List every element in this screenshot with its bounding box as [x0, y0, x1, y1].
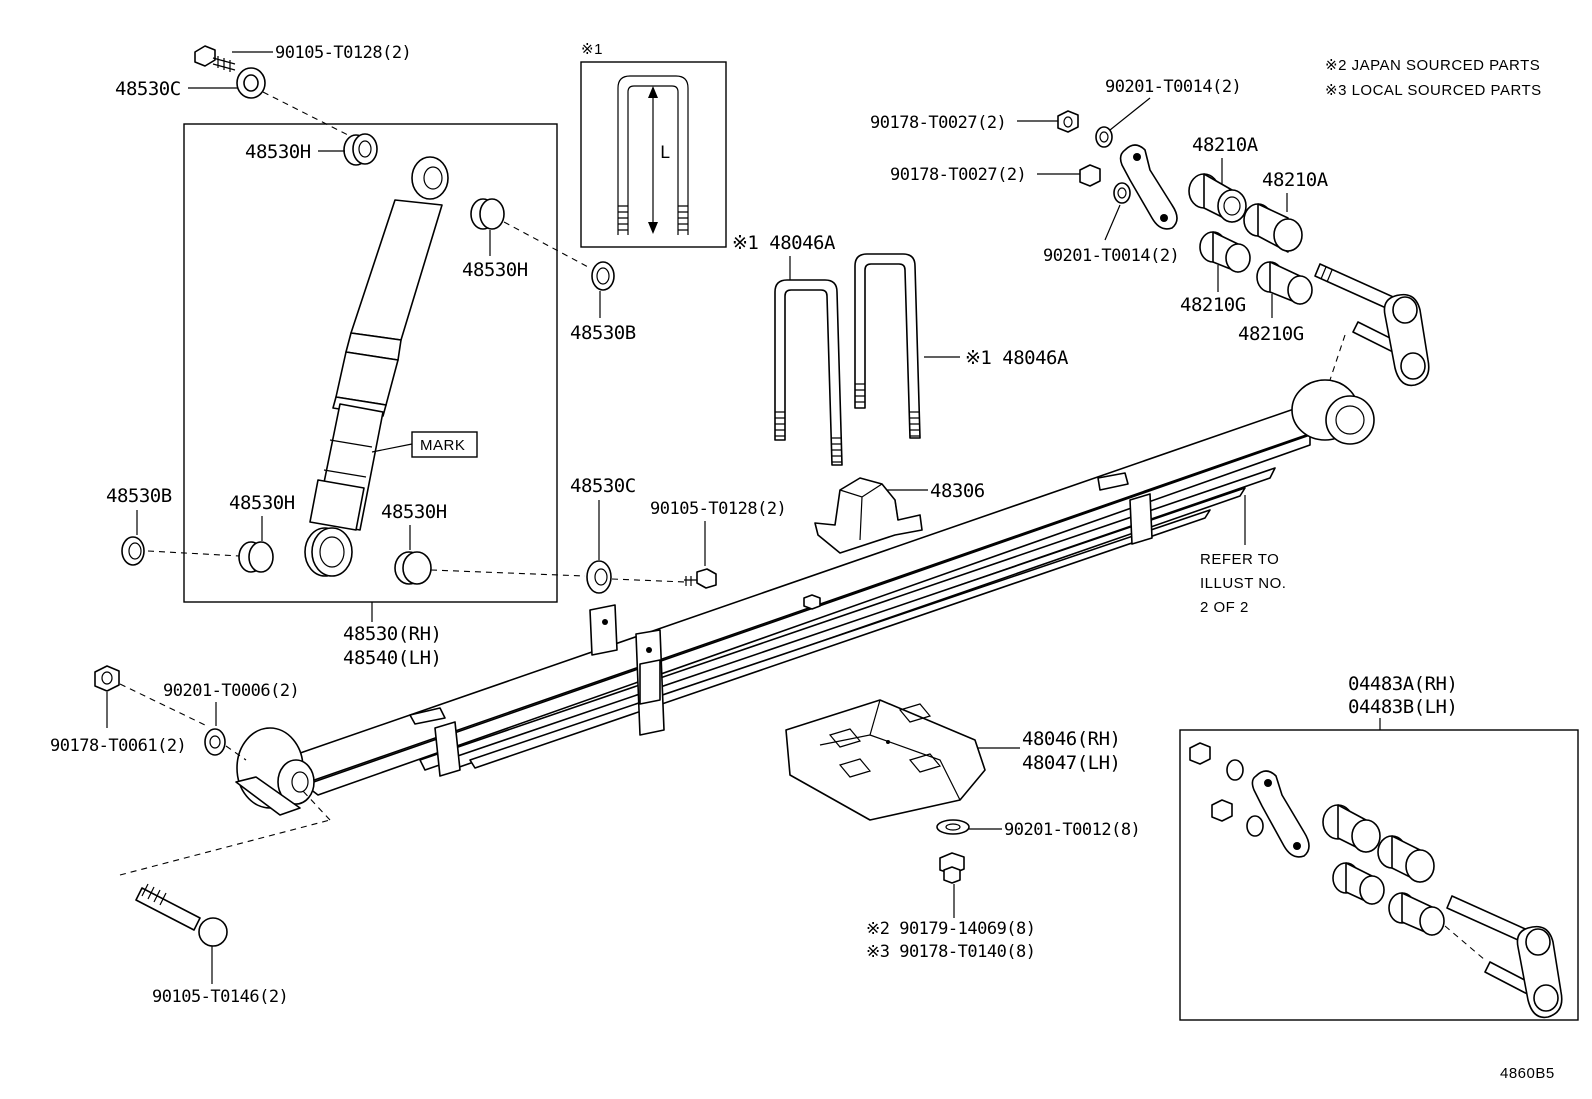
label-nut-local: ※3 90178-T0140(8) [866, 942, 1036, 962]
shackle-kit-icon[interactable] [1189, 742, 1563, 1019]
label-shackle-washer-2: 90201-T0014(2) [1043, 246, 1179, 266]
label-ubolt-1: ※1 48046A [732, 232, 836, 254]
bolt-top-icon[interactable] [194, 45, 236, 72]
label-shock-lh: 48540(LH) [343, 647, 441, 669]
bush-g2-icon[interactable] [1256, 261, 1313, 305]
inset-mark: ※1 [581, 41, 603, 58]
shackle-nut-2-icon[interactable] [1079, 164, 1101, 187]
spring-seat-icon[interactable] [785, 699, 986, 821]
washer-b-left-icon[interactable] [121, 536, 145, 566]
label-nut-japan: ※2 90179-14069(8) [866, 919, 1036, 939]
label-bush-a2: 48210A [1262, 169, 1329, 191]
label-shackle-washer-1: 90201-T0014(2) [1105, 77, 1241, 97]
label-bush-g2: 48210G [1238, 323, 1304, 345]
ubolt-inset-box [580, 61, 727, 248]
bush-lower-left-icon[interactable] [238, 541, 274, 573]
label-washer-b2: 48530B [106, 485, 172, 507]
label-ubolt-2: ※1 48046A [965, 347, 1069, 369]
label-seat-lh: 48047(LH) [1022, 752, 1120, 774]
label-kit-lh: 04483B(LH) [1348, 696, 1457, 718]
note-japan-sourced: ※2 JAPAN SOURCED PARTS [1325, 57, 1540, 74]
washer-top-icon[interactable] [236, 67, 266, 99]
label-front-nut: 90178-T0061(2) [50, 736, 186, 756]
label-bolt-mid: 90105-T0128(2) [650, 499, 786, 519]
ubolt-right-icon[interactable] [854, 253, 921, 439]
bolt-mid-icon[interactable] [684, 568, 717, 589]
leaf-spring-icon[interactable] [235, 379, 1375, 816]
note-refer-3: 2 OF 2 [1200, 599, 1249, 616]
shackle-washer-2-icon[interactable] [1113, 182, 1131, 204]
label-washer-b1: 48530B [570, 322, 636, 344]
label-kit-rh: 04483A(RH) [1348, 673, 1457, 695]
label-front-washer: 90201-T0006(2) [163, 681, 299, 701]
washer-b-right-icon[interactable] [591, 261, 615, 291]
note-refer-2: ILLUST NO. [1200, 575, 1286, 592]
label-shackle-nut-1: 90178-T0027(2) [870, 113, 1006, 133]
inset-dim-l: L [660, 143, 670, 163]
bush-a1-icon[interactable] [1188, 173, 1247, 223]
ubolt-left-icon[interactable] [774, 279, 843, 466]
label-bush-h2: 48530H [462, 259, 528, 281]
label-washer-seat: 90201-T0012(8) [1004, 820, 1140, 840]
label-washer-top: 48530C [115, 78, 181, 100]
shackle-washer-1-icon[interactable] [1095, 126, 1113, 148]
shackle-nut-1-icon[interactable] [1057, 110, 1079, 133]
diagram-code: 4860B5 [1500, 1065, 1555, 1082]
mark-box [411, 431, 478, 458]
shock-absorber-icon[interactable] [304, 156, 449, 577]
seat-washer-icon[interactable] [936, 819, 970, 835]
shackle-plate-icon[interactable] [1119, 144, 1178, 230]
shock-absorber-group-box [183, 123, 558, 603]
seat-nut-icon[interactable] [939, 852, 965, 884]
label-bush-h4: 48530H [381, 501, 447, 523]
label-bumper: 48306 [930, 480, 985, 502]
bush-a2-icon[interactable] [1243, 203, 1303, 253]
label-front-bolt: 90105-T0146(2) [152, 987, 288, 1007]
note-local-sourced: ※3 LOCAL SOURCED PARTS [1325, 82, 1542, 99]
washer-c-mid-icon[interactable] [586, 560, 612, 594]
label-bolt-top: 90105-T0128(2) [275, 43, 411, 63]
front-nut-icon[interactable] [94, 665, 120, 692]
label-bush-g1: 48210G [1180, 294, 1246, 316]
ubolt-inset-icon [617, 75, 689, 235]
label-shock-rh: 48530(RH) [343, 623, 441, 645]
label-bush-a1: 48210A [1192, 134, 1259, 156]
bush-g1-icon[interactable] [1199, 231, 1251, 273]
front-washer-icon[interactable] [204, 728, 226, 756]
bush-lower-right-icon[interactable] [394, 551, 432, 585]
bumper-icon[interactable] [814, 477, 923, 554]
note-refer-1: REFER TO [1200, 551, 1279, 568]
bush-upper-icon[interactable] [343, 133, 378, 166]
label-bush-h3: 48530H [229, 492, 295, 514]
shackle-plate-right-icon[interactable] [1383, 293, 1430, 387]
label-bush-h1: 48530H [245, 141, 311, 163]
label-shackle-nut-2: 90178-T0027(2) [890, 165, 1026, 185]
shackle-kit-box [1179, 729, 1579, 1021]
label-washer-c2: 48530C [570, 475, 636, 497]
front-bolt-icon[interactable] [135, 883, 228, 947]
bush-right-icon[interactable] [470, 198, 505, 230]
label-mark: MARK [420, 437, 465, 454]
label-seat-rh: 48046(RH) [1022, 728, 1120, 750]
